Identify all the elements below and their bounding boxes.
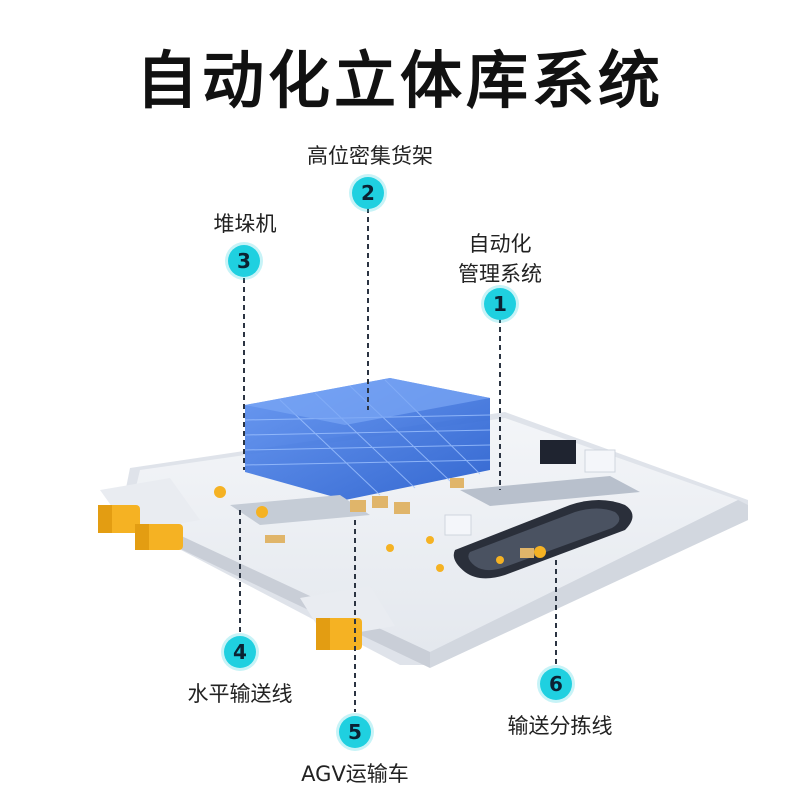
callout-5-badge: 5 bbox=[339, 716, 371, 748]
callout-6-label: 输送分拣线 bbox=[507, 714, 613, 738]
callout-5-label: AGV运输车 bbox=[301, 762, 409, 786]
cargo-boxes bbox=[265, 478, 534, 558]
loading-dock-trucks bbox=[98, 478, 395, 650]
management-screens bbox=[444, 440, 616, 536]
callout-lines bbox=[239, 208, 557, 712]
callout-3-badge: 3 bbox=[228, 245, 260, 277]
callout-2-label: 高位密集货架 bbox=[307, 144, 433, 168]
callout-4-badge: 4 bbox=[224, 636, 256, 668]
robots-and-workers bbox=[214, 486, 546, 572]
callout-1-badge: 1 bbox=[484, 288, 516, 320]
callout-4-label: 水平输送线 bbox=[187, 682, 293, 706]
callout-1-label-line2: 管理系统 bbox=[458, 262, 542, 286]
callout-1-label-line1: 自动化 bbox=[468, 232, 532, 256]
callout-2-badge: 2 bbox=[352, 177, 384, 209]
callout-3-label: 堆垛机 bbox=[213, 212, 277, 236]
page-title: 自动化立体库系统 bbox=[135, 44, 664, 117]
callout-6-badge: 6 bbox=[540, 668, 572, 700]
